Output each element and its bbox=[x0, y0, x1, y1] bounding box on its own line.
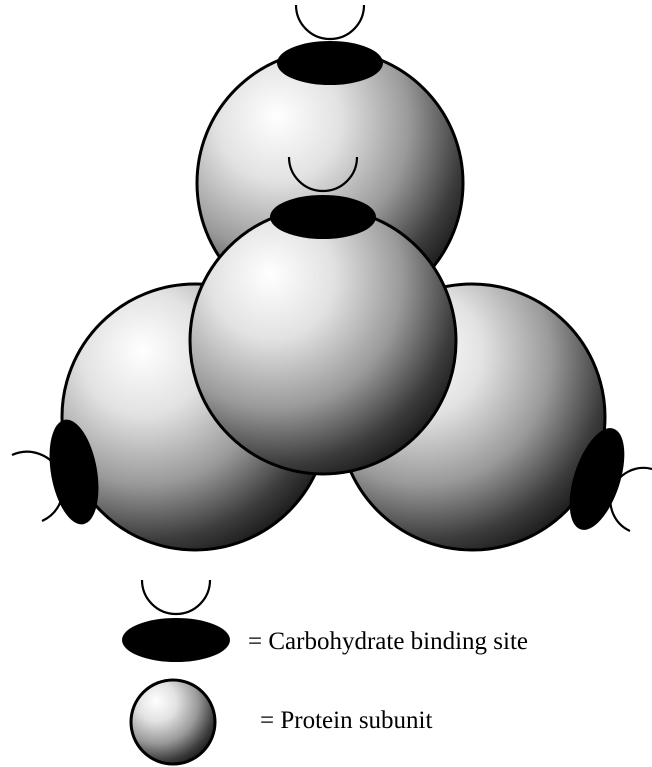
legend-binding-site-label: = Carbohydrate binding site bbox=[248, 628, 528, 655]
legend-binding-site-symbol bbox=[122, 580, 230, 662]
binding-site-top bbox=[277, 5, 383, 85]
legend: = Carbohydrate binding site = Protein su… bbox=[122, 580, 528, 764]
legend-protein-subunit-symbol bbox=[131, 680, 215, 764]
legend-protein-subunit-label: = Protein subunit bbox=[260, 707, 432, 734]
protein-subunit-front bbox=[190, 208, 456, 474]
